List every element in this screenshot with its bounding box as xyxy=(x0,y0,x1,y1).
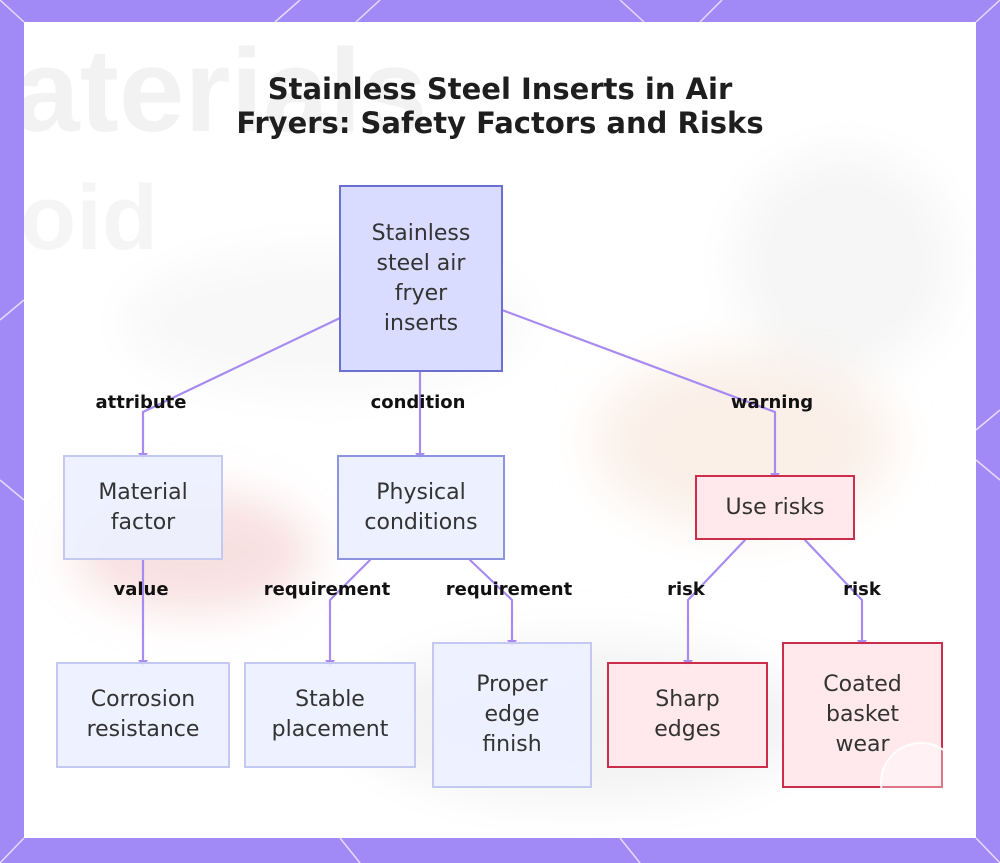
node-physical-conditions: Physical conditions xyxy=(337,455,505,560)
edge-label-requirement-2: requirement xyxy=(445,579,573,600)
node-label: Proper edge finish xyxy=(476,672,548,757)
edge-label-attribute: attribute xyxy=(95,392,187,413)
node-label: Coated basket wear xyxy=(823,672,902,757)
edge-label-condition: condition xyxy=(370,392,466,413)
title-line-1: Stainless Steel Inserts in Air xyxy=(267,72,733,106)
edge-risks-coated xyxy=(803,538,864,642)
node-stable-placement: Stable placement xyxy=(244,662,416,768)
node-label: Stable placement xyxy=(271,687,389,742)
node-label: Use risks xyxy=(725,494,825,520)
edge-physical-stable xyxy=(328,558,372,662)
node-label: Sharp edges xyxy=(654,687,721,742)
watermark-badge-icon xyxy=(880,742,962,824)
background-word-1: aterials xyxy=(24,25,428,157)
node-sharp-edges: Sharp edges xyxy=(607,662,768,768)
node-label: Stainless steel air fryer inserts xyxy=(371,220,471,336)
edge-label-warning: warning xyxy=(730,392,814,413)
node-corrosion-resistance: Corrosion resistance xyxy=(56,662,230,768)
node-label: Material factor xyxy=(98,479,188,535)
edge-label-risk-1: risk xyxy=(667,579,705,600)
edge-label-requirement-1: requirement xyxy=(263,579,391,600)
edge-label-value: value xyxy=(113,579,169,600)
edge-label-risk-2: risk xyxy=(843,579,881,600)
background-word-2: oid xyxy=(24,172,158,264)
node-label: Physical conditions xyxy=(364,479,478,535)
diagram-title: Stainless Steel Inserts in Air Fryers: S… xyxy=(0,72,1000,140)
title-line-2: Fryers: Safety Factors and Risks xyxy=(236,106,764,140)
edge-root-material xyxy=(141,316,342,455)
node-proper-edge-finish: Proper edge finish xyxy=(432,642,592,788)
edge-physical-edge xyxy=(468,558,514,642)
edge-risks-sharp xyxy=(686,538,747,662)
edge-root-userisks xyxy=(500,308,777,475)
node-stainless-steel-inserts: Stainless steel air fryer inserts xyxy=(339,185,503,372)
node-use-risks: Use risks xyxy=(695,475,855,540)
node-material-factor: Material factor xyxy=(63,455,223,560)
node-label: Corrosion resistance xyxy=(86,687,200,742)
